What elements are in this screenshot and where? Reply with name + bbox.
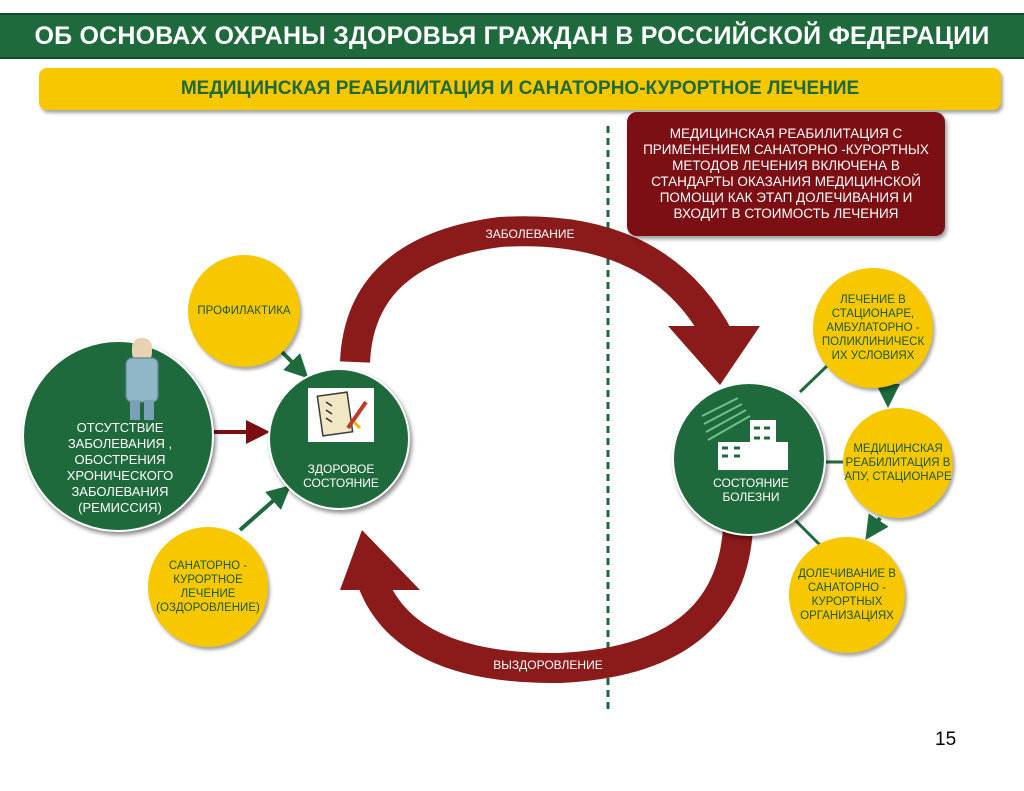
aftercare-circle: ДОЛЕЧИВАНИЕ В САНАТОРНО - КУРОРТНЫХ ОРГА… bbox=[789, 537, 905, 653]
page-number: 15 bbox=[935, 729, 957, 750]
no-disease-circle: ОТСУТСТВИЕ ЗАБОЛЕВАНИЯ , ОБОСТРЕНИЯ ХРОН… bbox=[22, 338, 214, 532]
arrow-rehab-to-aftercare bbox=[865, 513, 889, 540]
page-subtitle: МЕДИЦИНСКАЯ РЕАБИЛИТАЦИЯ И САНАТОРНО-КУР… bbox=[180, 78, 860, 99]
person-icon bbox=[125, 338, 159, 420]
disease-state-label: СОСТОЯНИЕ БОЛЕЗНИ bbox=[713, 476, 789, 504]
aftercare-label: ДОЛЕЧИВАНИЕ В САНАТОРНО - КУРОРТНЫХ ОРГА… bbox=[798, 568, 896, 622]
connector-treatment bbox=[798, 363, 830, 394]
info-box-text: МЕДИЦИНСКАЯ РЕАБИЛИТАЦИЯ С ПРИМЕНЕНИЕМ С… bbox=[643, 126, 929, 221]
cycle-label-disease: ЗАБОЛЕВАНИЕ bbox=[485, 227, 575, 241]
page-title: ОБ ОСНОВАХ ОХРАНЫ ЗДОРОВЬЯ ГРАЖДАН В РОС… bbox=[34, 22, 990, 50]
healthy-state-circle: ЗДОРОВОЕ СОСТОЯНИЕ bbox=[268, 368, 410, 510]
cycle-label-recovery: ВЫЗДОРОВЛЕНИЕ bbox=[493, 658, 603, 672]
no-disease-label: ОТСУТСТВИЕ ЗАБОЛЕВАНИЯ , ОБОСТРЕНИЯ ХРОН… bbox=[66, 420, 174, 515]
cycle-arc-top bbox=[340, 216, 734, 364]
rehab-label: МЕДИЦИНСКАЯ РЕАБИЛИТАЦИЯ В АПУ, СТАЦИОНА… bbox=[844, 443, 952, 483]
sanatorium-circle: САНАТОРНО - КУРОРТНОЕ ЛЕЧЕНИЕ (ОЗДОРОВЛЕ… bbox=[148, 527, 268, 647]
prevention-label: ПРОФИЛАКТИКА bbox=[197, 305, 291, 317]
title-bar: ОБ ОСНОВАХ ОХРАНЫ ЗДОРОВЬЯ ГРАЖДАН В РОС… bbox=[0, 13, 1024, 59]
arrow-prevention-to-healthy bbox=[280, 350, 309, 379]
hospital-icon bbox=[701, 397, 788, 470]
healthy-state-label: ЗДОРОВОЕ СОСТОЯНИЕ bbox=[303, 462, 379, 490]
subtitle-bar: МЕДИЦИНСКАЯ РЕАБИЛИТАЦИЯ И САНАТОРНО-КУР… bbox=[39, 68, 1001, 110]
rehab-circle: МЕДИЦИНСКАЯ РЕАБИЛИТАЦИЯ В АПУ, СТАЦИОНА… bbox=[843, 408, 953, 518]
cycle-arrowhead-top bbox=[668, 326, 760, 385]
prevention-circle: ПРОФИЛАКТИКА bbox=[188, 255, 300, 367]
cycle-arrowhead-bottom bbox=[340, 530, 420, 590]
disease-state-circle: СОСТОЯНИЕ БОЛЕЗНИ bbox=[672, 382, 826, 536]
checklist-drawing bbox=[316, 391, 368, 437]
cycle-arc-bottom bbox=[355, 526, 753, 684]
connector-aftercare bbox=[791, 516, 822, 547]
treatment-label: ЛЕЧЕНИЕ В СТАЦИОНАРЕ, АМБУЛАТОРНО - ПОЛИ… bbox=[821, 294, 925, 362]
treatment-circle: ЛЕЧЕНИЕ В СТАЦИОНАРЕ, АМБУЛАТОРНО - ПОЛИ… bbox=[813, 268, 933, 388]
arrow-sanatorium-to-healthy bbox=[238, 485, 292, 532]
sanatorium-label: САНАТОРНО - КУРОРТНОЕ ЛЕЧЕНИЕ (ОЗДОРОВЛЕ… bbox=[156, 560, 260, 614]
info-box: МЕДИЦИНСКАЯ РЕАБИЛИТАЦИЯ С ПРИМЕНЕНИЕМ С… bbox=[627, 112, 945, 236]
checklist-icon bbox=[308, 388, 374, 442]
